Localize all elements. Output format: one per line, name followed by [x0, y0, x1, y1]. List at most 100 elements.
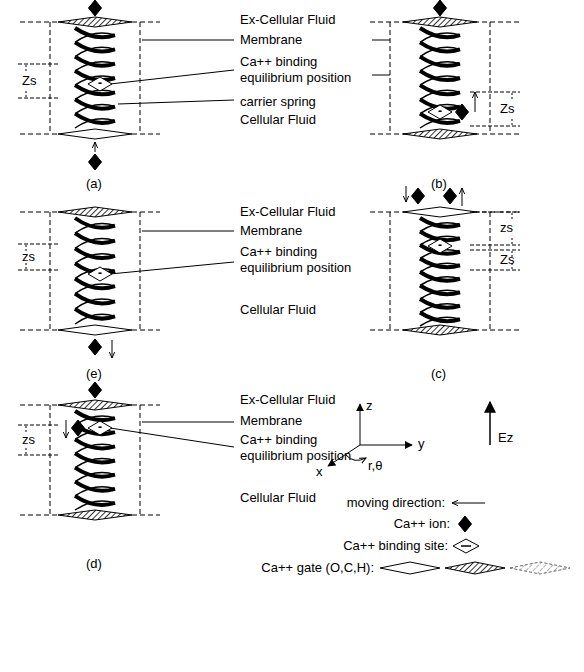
spring-coil: [75, 248, 115, 258]
leader-line: [142, 422, 234, 423]
ca-ion: [89, 0, 102, 16]
zs-mark: [18, 455, 60, 456]
legend-minus: [461, 545, 471, 547]
legend-text: Ca++ gate (O,C,H):: [261, 560, 374, 576]
motion-arrow: [112, 340, 113, 358]
leader-line: [372, 40, 390, 41]
spring-coil: [75, 496, 115, 505]
open-gate: [58, 129, 132, 139]
motion-arrow: [95, 142, 96, 152]
ca-ion: [89, 154, 102, 170]
zs-bracket: [512, 119, 513, 125]
ca-ion: [89, 382, 102, 398]
membrane-boundary: [50, 22, 51, 134]
motion-arrow: [406, 186, 407, 202]
closed-gate: [58, 400, 132, 410]
spring-coil: [75, 42, 115, 51]
closed-gate: [58, 207, 132, 217]
spring-coil: [75, 114, 115, 123]
zs-mark: [470, 250, 520, 251]
open-gate: [58, 325, 132, 335]
legend-text: moving direction:: [347, 495, 445, 511]
spring-coil: [75, 279, 115, 289]
ca-ion: [456, 104, 469, 120]
zs-mark: [18, 270, 60, 271]
zs-mark: [18, 98, 60, 99]
charge-sign: -: [427, 238, 453, 253]
axis-label: r,θ: [368, 458, 382, 474]
motion-arrow: [462, 188, 463, 206]
closed-gate: [403, 129, 477, 139]
zs-label: zs: [22, 249, 35, 265]
spring-coil: [420, 272, 460, 281]
spring-coil: [420, 42, 460, 51]
zs-bracket: [26, 448, 27, 454]
spring-coil: [75, 99, 115, 108]
spring-coil: [75, 453, 115, 462]
zs-label: Zs: [500, 101, 514, 117]
region-label: Membrane: [240, 32, 302, 48]
spring-coil: [75, 294, 115, 304]
region-label: Ex-Cellular Fluid: [240, 392, 335, 408]
spring-coil: [420, 28, 460, 37]
binding-site-outline: [88, 77, 112, 91]
charge-sign: -: [427, 104, 453, 119]
membrane-boundary: [390, 22, 391, 134]
spring-coil: [75, 468, 115, 477]
open-gate: [403, 207, 477, 217]
spring-coil: [75, 309, 115, 319]
legend-arrow: [452, 503, 485, 504]
zs-bracket: [512, 213, 513, 219]
zs-mark: [470, 92, 520, 93]
spring-coil: [420, 313, 460, 322]
leader-line: [110, 428, 234, 447]
zs-mark: [470, 126, 520, 127]
zs-mark: [18, 425, 60, 426]
membrane-boundary: [490, 22, 491, 134]
closed-gate: [58, 17, 132, 27]
ca-ion: [89, 339, 102, 355]
membrane-boundary: [140, 405, 141, 515]
spring-coil: [75, 233, 115, 243]
binding-site: -: [87, 266, 113, 282]
region-label: Cellular Fluid: [240, 302, 316, 318]
ca-ion: [72, 420, 85, 436]
zs-bracket: [26, 65, 27, 71]
binding-site: -: [427, 238, 453, 254]
binding-site: -: [87, 420, 113, 436]
zs-mark: [18, 64, 60, 65]
spring-coil: [75, 411, 115, 420]
zs-label: zs: [22, 432, 35, 448]
y-axis: [360, 445, 412, 446]
spring-coil: [75, 57, 115, 66]
leader-line: [110, 262, 234, 274]
charge-sign: -: [87, 266, 113, 281]
leader-line: [110, 70, 234, 84]
region-label: Membrane: [240, 413, 302, 429]
leader-line: [372, 75, 390, 76]
zs-mark: [470, 270, 520, 271]
legend-gate-open: [380, 562, 440, 574]
binding-site: -: [427, 104, 453, 120]
axis-label: y: [418, 436, 425, 452]
leader-line: [142, 231, 234, 232]
zs-bracket: [512, 93, 513, 99]
spring-coil: [75, 218, 115, 228]
zs-bracket: [512, 238, 513, 244]
position-label: Ca++ binding equilibrium position: [240, 54, 365, 86]
binding-site-outline: [428, 239, 452, 253]
membrane-boundary: [50, 212, 51, 330]
zs-mark: [470, 212, 520, 213]
motion-arrow: [475, 92, 476, 112]
field-arrow: [489, 402, 491, 445]
spring-coil: [75, 439, 115, 448]
membrane-boundary: [50, 405, 51, 515]
closed-gate: [58, 510, 132, 520]
field-label: Ez: [498, 430, 513, 446]
spring-coil: [420, 57, 460, 66]
z-axis: [360, 404, 361, 445]
region-label: Ex-Cellular Fluid: [240, 12, 335, 28]
zs-bracket: [26, 426, 27, 432]
zs-label: Zs: [22, 73, 36, 89]
binding-site-outline: [88, 267, 112, 281]
